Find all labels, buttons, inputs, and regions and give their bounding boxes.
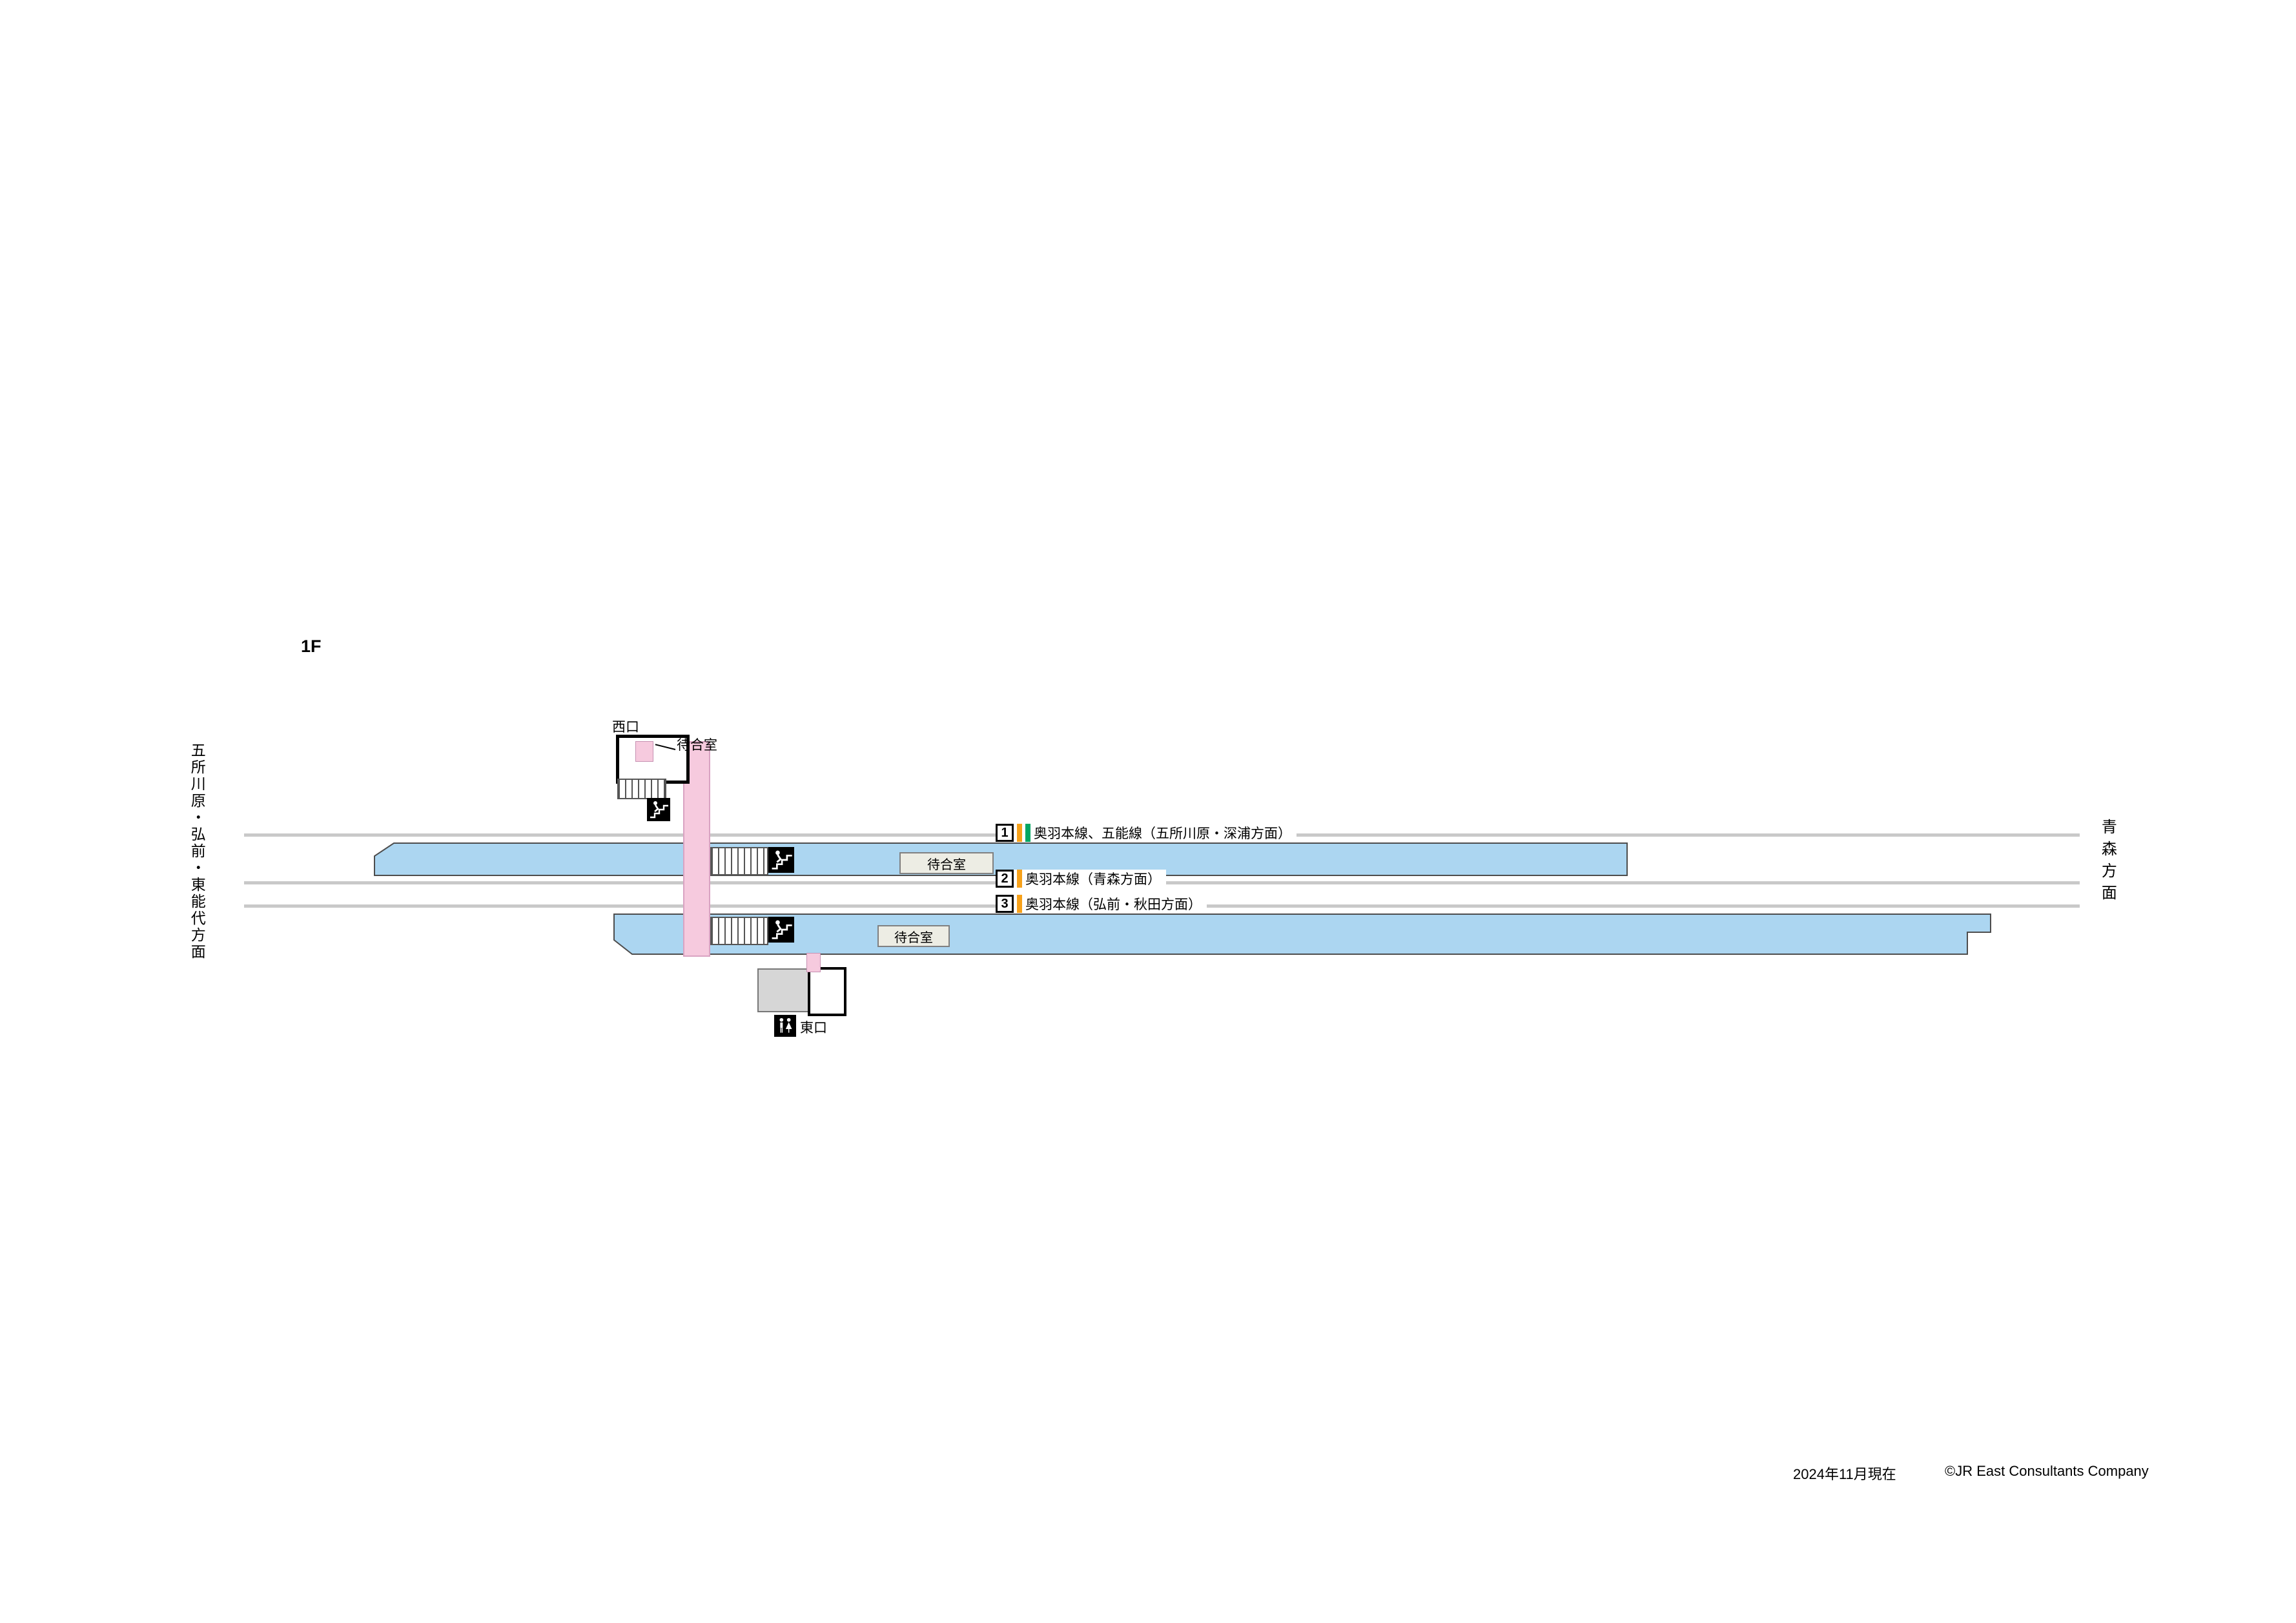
platform-1-waiting-room-label: 待合室 (927, 857, 966, 872)
line-color-chip (1017, 895, 1022, 913)
platform-2-3-surface (613, 914, 1991, 955)
platform-1-number-badge: 1 (996, 824, 1014, 842)
platform-2-3-waiting-room: 待合室 (877, 925, 950, 947)
platform-1-line-label-row: 1 奥羽本線、五能線（五所川原・深浦方面） (996, 824, 1297, 842)
west-waiting-room-label: 待合室 (677, 738, 717, 753)
west-exit-stairs (617, 779, 666, 799)
east-corridor-entry (806, 953, 821, 972)
platform-3-line-label-row: 3 奥羽本線（弘前・秋田方面） (996, 895, 1207, 913)
east-exit-hall (808, 967, 846, 1016)
platform-2-line-label: 奥羽本線（青森方面） (1025, 872, 1161, 887)
platform-1-stairs (710, 847, 768, 875)
platform-3-number-badge: 3 (996, 895, 1014, 913)
platform-2-3-shape (613, 914, 1991, 955)
platform-3-line-label: 奥羽本線（弘前・秋田方面） (1025, 897, 1202, 912)
floor-label: 1F (301, 637, 322, 656)
platform-2-number-badge: 2 (996, 870, 1014, 888)
line-color-chip (1025, 824, 1030, 842)
slope-icon (647, 798, 670, 821)
copyright-note: ©JR East Consultants Company (1945, 1463, 2149, 1479)
slope-icon (768, 847, 794, 873)
platform-2-3-stairs (710, 917, 768, 945)
platform-2-line-label-row: 2 奥羽本線（青森方面） (996, 870, 1166, 888)
toilet-icon (774, 1015, 796, 1037)
slope-icon (768, 917, 794, 943)
west-exit-label: 西口 (612, 720, 639, 735)
line-color-chip (1017, 824, 1022, 842)
platform-1-line-label: 奥羽本線、五能線（五所川原・深浦方面） (1034, 826, 1291, 841)
map-date-note: 2024年11月現在 (1793, 1466, 1896, 1482)
east-station-building (757, 968, 810, 1012)
platform-1-waiting-room: 待合室 (899, 852, 994, 874)
platform-2-3-waiting-room-label: 待合室 (894, 930, 933, 945)
line-color-chip (1017, 870, 1022, 888)
direction-label-right: 青森方面 (2098, 819, 2117, 906)
west-corridor-entry (635, 741, 653, 762)
east-exit-label: 東口 (800, 1021, 827, 1036)
direction-label-left: 五所川原・弘前・東能代方面 (189, 742, 206, 961)
